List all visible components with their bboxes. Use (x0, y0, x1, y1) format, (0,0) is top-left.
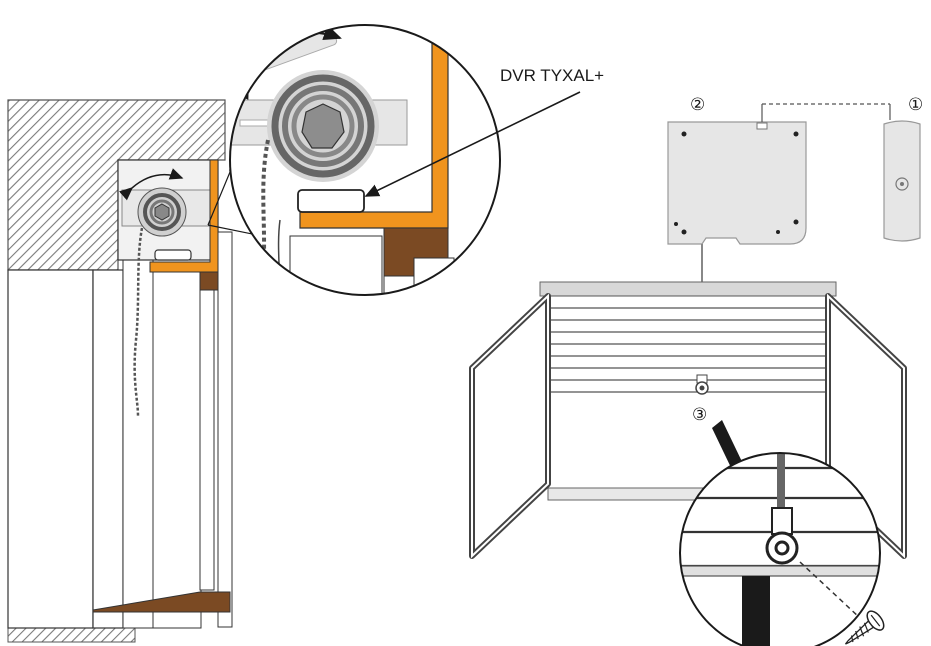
window-post (742, 576, 770, 646)
dvr-device-large (297, 189, 365, 213)
window-cross-section: ④ (7, 94, 263, 643)
cable-large (777, 453, 785, 510)
wood-sill (92, 591, 231, 613)
zoom-detail-top (229, 24, 501, 296)
wall-face (7, 269, 94, 629)
marker-2: ② (690, 95, 705, 115)
marker-3: ③ (692, 405, 707, 425)
receiver-unit (667, 121, 807, 245)
strap-large (260, 139, 270, 291)
sensor-unit (883, 120, 921, 242)
shutter-housing (539, 281, 837, 297)
window-sash-left (469, 293, 551, 559)
window-pane (152, 269, 202, 629)
product-label: DVR TYXAL+ (500, 66, 604, 85)
window-reveal (92, 269, 124, 629)
shutter-slats (122, 259, 154, 629)
product-pointer (364, 91, 581, 197)
window-front-view: ③ (469, 281, 907, 559)
rotation-arrow-small (119, 168, 184, 201)
screw-icon (844, 610, 885, 645)
receiver-assembly: ② ① (667, 95, 923, 378)
wall-sill (7, 627, 136, 643)
zoom-detail-bottom (679, 452, 885, 646)
shutter-slat-lines (548, 307, 828, 393)
dvr-device-small (154, 249, 192, 261)
marker-1: ① (908, 95, 923, 115)
strap (133, 227, 144, 417)
